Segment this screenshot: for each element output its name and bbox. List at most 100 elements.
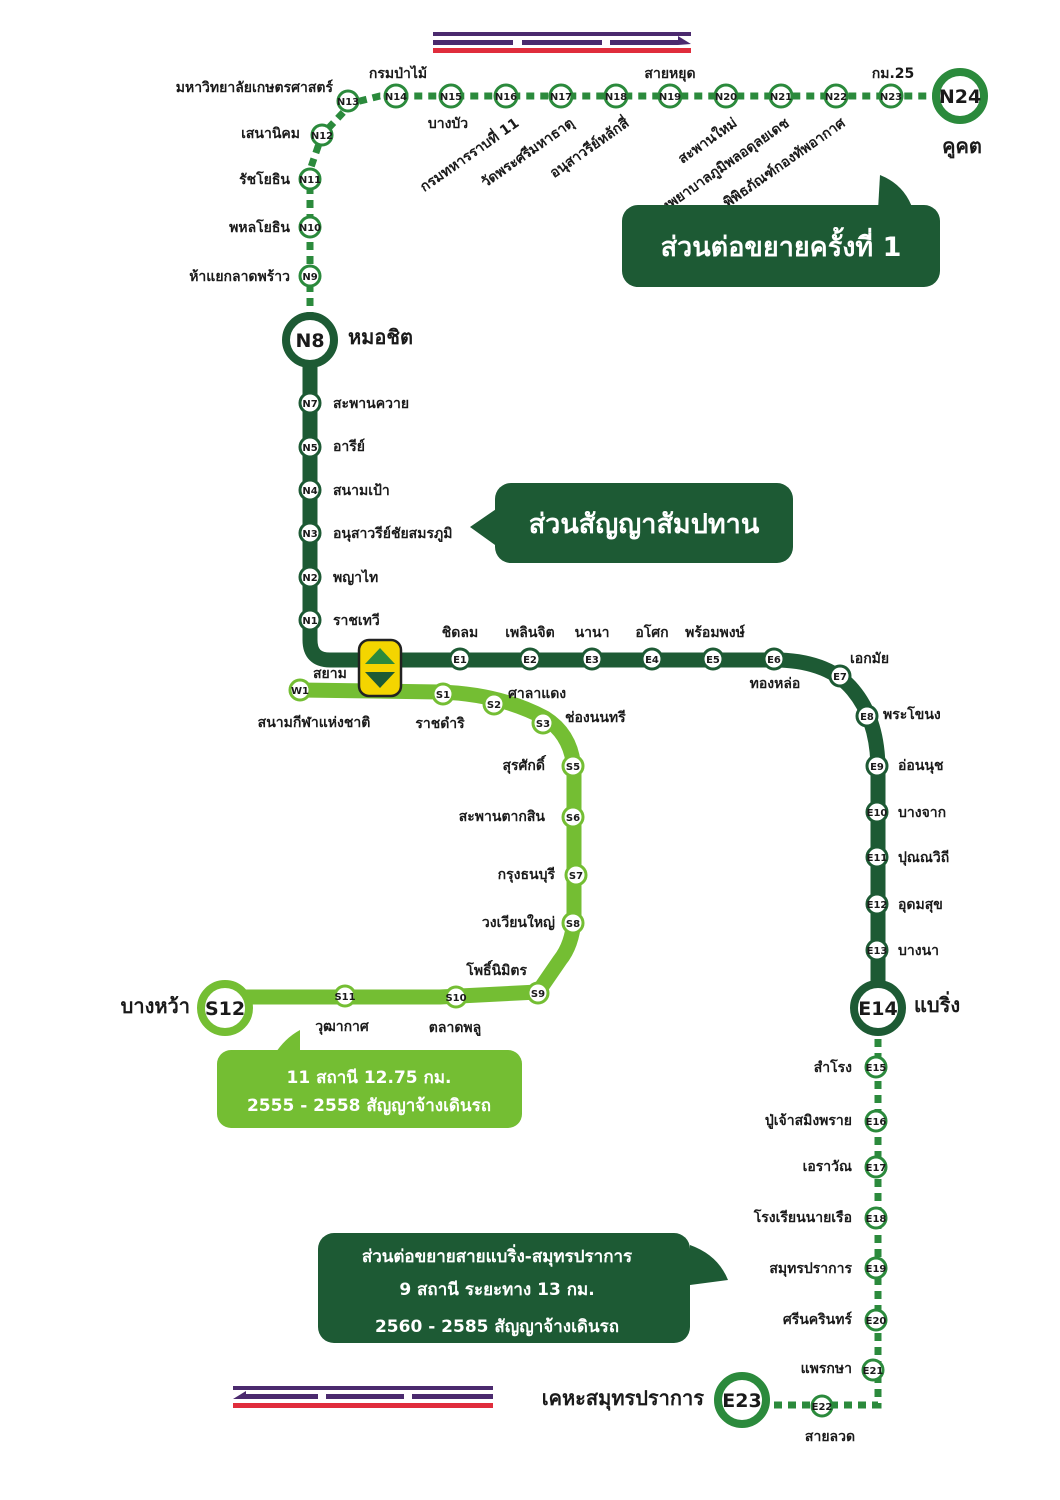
station-n16-marker[interactable] [493,83,519,109]
station-n11-marker[interactable] [298,167,322,191]
station-n14-code: N14 [385,92,407,103]
station-n17-name: วัดพระศรีมหาธาตุ [478,115,577,191]
station-s3-marker[interactable] [531,711,555,735]
station-e18-name: โรงเรียนนายเรือ [753,1208,852,1226]
station-e10-name: บางจาก [898,805,946,821]
station-e19-marker[interactable] [864,1256,888,1280]
station-s5-name: สุรศักดิ์ [502,754,546,774]
station-n14-marker[interactable] [383,83,409,109]
station-n1-name: ราชเทวี [333,613,380,629]
station-n8-name: หมอชิต [348,325,413,349]
station-n16-code: N16 [495,92,517,103]
station-n12-code: N12 [311,131,333,142]
station-e23-marker[interactable] [714,1372,770,1428]
station-s6-marker[interactable] [561,805,585,829]
station-s12-code: S12 [205,998,245,1020]
station-n18-marker[interactable] [603,83,629,109]
train-top-icon [433,32,691,53]
callout-concession: ส่วนสัญญาสัมปทาน [470,483,793,563]
station-e3-code: E3 [585,655,599,666]
station-n11-name: รัชโยธิน [239,170,290,188]
station-s1-code: S1 [436,690,450,701]
station-n2-marker[interactable] [298,565,322,589]
station-s7-marker[interactable] [564,863,588,887]
east-extension-line [760,1025,882,1409]
station-n3-marker[interactable] [298,521,322,545]
station-n21-marker[interactable] [768,83,794,109]
station-s2-marker[interactable] [482,692,506,716]
station-e13-marker[interactable] [865,938,889,962]
station-n19-marker[interactable] [657,83,683,109]
station-n7-marker[interactable] [298,391,322,415]
station-n1-marker[interactable] [298,608,322,632]
station-e14-marker[interactable] [850,980,906,1036]
station-s8-code: S8 [566,919,580,930]
station-e1-marker[interactable] [448,647,472,671]
station-n8-marker[interactable] [282,312,338,368]
station-e8-marker[interactable] [855,704,879,728]
station-e7-name: เอกมัย [850,651,889,667]
station-n5-name: อารีย์ [333,438,365,455]
station-e2-code: E2 [523,655,537,666]
station-e15-marker[interactable] [864,1055,888,1079]
station-e9-marker[interactable] [865,754,889,778]
station-n13-marker[interactable] [336,89,360,113]
station-n24-marker[interactable] [932,68,988,124]
station-n5-marker[interactable] [298,435,322,459]
station-e3-marker[interactable] [580,647,604,671]
station-n21-code: N21 [770,92,792,103]
line-paths [225,92,935,1409]
station-s10-marker[interactable] [444,985,468,1009]
station-e20-marker[interactable] [864,1308,888,1332]
station-e21-marker[interactable] [861,1358,885,1382]
station-e4-marker[interactable] [640,647,664,671]
station-n15-marker[interactable] [438,83,464,109]
station-s12-marker[interactable] [197,980,253,1036]
station-e12-marker[interactable] [865,892,889,916]
station-s3-code: S3 [536,719,550,730]
station-e11-marker[interactable] [865,845,889,869]
interchange-siam[interactable]: สยาม [313,638,403,698]
station-e17-code: E17 [866,1163,887,1174]
station-e10-marker[interactable] [865,800,889,824]
station-e18-code: E18 [866,1214,887,1225]
station-n23-code: N23 [880,92,902,103]
station-e6-code: E6 [767,655,781,666]
station-e17-marker[interactable] [864,1155,888,1179]
north-extension-line [306,92,935,320]
station-s10-code: S10 [445,993,466,1004]
station-s8-marker[interactable] [561,911,585,935]
station-e22-name: สายลวด [805,1429,855,1445]
station-n23-marker[interactable] [878,83,904,109]
callout-silom-extension: 11 สถานี 12.75 กม. 2555 - 2558 สัญญาจ้าง… [217,1030,522,1128]
station-n9-marker[interactable] [298,264,322,288]
station-e2-marker[interactable] [518,647,542,671]
station-e6-marker[interactable] [762,647,786,671]
station-n17-marker[interactable] [548,83,574,109]
station-e20-code: E20 [866,1316,887,1327]
station-w1-marker[interactable] [288,678,312,702]
station-n20-marker[interactable] [713,83,739,109]
station-s3-name: ช่องนนทรี [565,710,626,726]
station-s11-name: วุฒากาศ [315,1019,370,1035]
station-e16-marker[interactable] [864,1109,888,1133]
station-n1-code: N1 [302,616,317,627]
station-e5-marker[interactable] [701,647,725,671]
station-s9-marker[interactable] [526,981,550,1005]
station-n10-marker[interactable] [298,215,322,239]
station-n19-name: สายหยุด [644,66,695,82]
station-e15-name: สำโรง [814,1058,852,1076]
station-e7-marker[interactable] [828,664,852,688]
station-n22-marker[interactable] [823,83,849,109]
station-n9-code: N9 [302,272,317,283]
station-s5-marker[interactable] [561,754,585,778]
station-n12-marker[interactable] [310,123,334,147]
station-e18-marker[interactable] [864,1206,888,1230]
station-s1-marker[interactable] [431,682,455,706]
station-e1-name: ชิดลม [442,625,478,641]
station-e22-marker[interactable] [810,1394,834,1418]
station-n4-marker[interactable] [298,478,322,502]
station-e11-name: ปุณณวิถี [898,850,949,866]
station-s11-marker[interactable] [333,984,357,1008]
station-n15-name: บางบัว [428,116,468,132]
